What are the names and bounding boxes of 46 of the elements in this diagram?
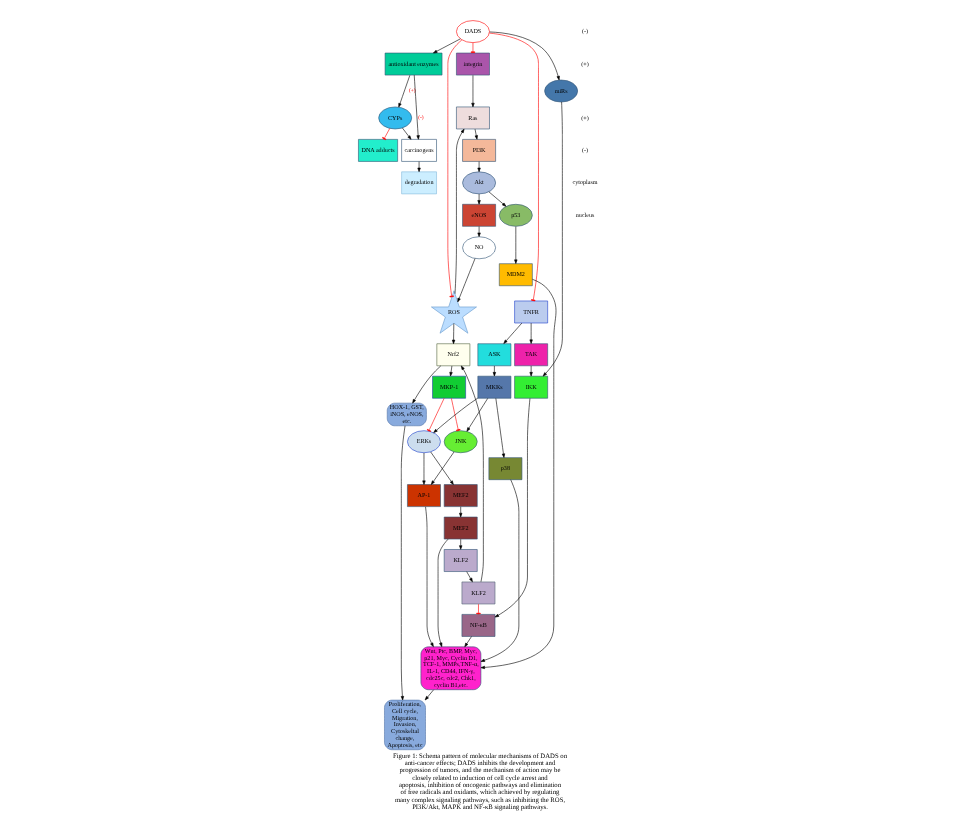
arrow: [495, 398, 506, 458]
arrow: [529, 322, 533, 344]
arrow: [466, 398, 489, 432]
arrow: [488, 191, 507, 207]
arrow: [412, 365, 442, 404]
arrow: [433, 397, 479, 433]
arrow: [471, 75, 475, 108]
arrow: [464, 636, 472, 648]
arrow: [402, 127, 412, 140]
connector: [426, 398, 445, 432]
arrow: [454, 128, 465, 295]
arrow: [413, 74, 420, 140]
arrow: [433, 38, 461, 54]
arrow: [492, 365, 496, 377]
arrow: [452, 323, 456, 345]
arrow: [398, 75, 411, 108]
arrow: [477, 226, 481, 237]
arrow: [417, 161, 421, 172]
arrow: [460, 365, 484, 583]
arrow: [480, 479, 520, 662]
arrow: [457, 258, 476, 303]
arrow: [529, 365, 533, 377]
arrow: [477, 161, 481, 172]
arrow: [459, 538, 463, 550]
connector: [470, 42, 476, 54]
arrow: [400, 425, 406, 701]
arrow: [514, 226, 518, 264]
arrow: [425, 506, 434, 647]
connector: [382, 128, 391, 141]
arrow: [494, 398, 531, 618]
connector: [476, 603, 481, 615]
arrow: [489, 31, 560, 81]
arrow: [422, 452, 426, 485]
arrow: [542, 101, 563, 377]
arrow: [503, 322, 523, 344]
arrow: [459, 506, 463, 518]
arrow: [474, 128, 478, 140]
connector: [489, 32, 539, 302]
arrow: [449, 365, 453, 377]
connector: [451, 398, 461, 432]
arrow: [466, 571, 473, 583]
connector: [447, 39, 463, 298]
arrow: [477, 193, 481, 205]
arrow: [480, 278, 557, 669]
arrow: [437, 538, 449, 647]
arrow: [424, 689, 434, 701]
